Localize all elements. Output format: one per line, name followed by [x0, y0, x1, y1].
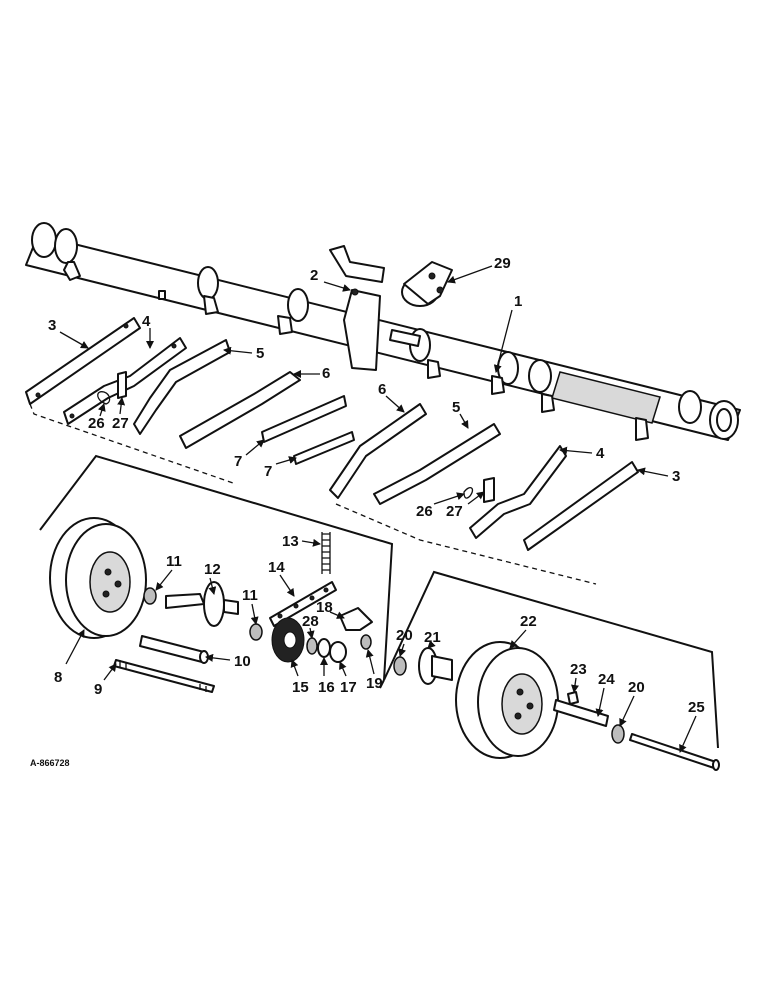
sprocket-15 [271, 617, 305, 663]
callout-22: 22 [520, 613, 537, 630]
wheel-right [455, 641, 559, 759]
leader-lines [59, 265, 697, 753]
callout-25: 25 [688, 699, 705, 716]
callout-4-left: 4 [142, 313, 151, 330]
hub-21 [418, 647, 453, 685]
callout-3-left: 3 [48, 317, 56, 334]
callout-24: 24 [598, 671, 615, 688]
callout-28: 28 [302, 613, 319, 630]
callout-29: 29 [494, 255, 511, 272]
callout-23: 23 [570, 661, 587, 678]
clip-26-27-right [463, 477, 495, 503]
bar-6-left [179, 371, 301, 449]
hub-12 [165, 581, 239, 627]
bolt-23 [567, 691, 579, 705]
callout-1: 1 [514, 293, 522, 310]
callout-7-a: 7 [234, 453, 242, 470]
strap-7-left [261, 395, 355, 465]
callout-19: 19 [366, 675, 383, 692]
callout-7-b: 7 [264, 463, 272, 480]
callout-4-right: 4 [596, 445, 605, 462]
bar-4-right [469, 445, 567, 539]
u-clamp [401, 261, 453, 307]
callout-13: 13 [282, 533, 299, 550]
callout-5-right: 5 [452, 399, 460, 416]
callout-labels: 1 2 29 3 4 5 6 6 5 4 3 7 7 26 27 26 27 8… [30, 255, 705, 768]
wheel-left [49, 517, 147, 639]
bar-3-left [25, 317, 141, 405]
callout-5-left: 5 [256, 345, 264, 362]
sleeve-24 [553, 699, 609, 727]
clip-26-27-left [97, 371, 127, 405]
chain-14 [269, 581, 337, 627]
bearing-20a [393, 656, 407, 676]
callout-11-b: 11 [242, 587, 258, 604]
nut-11a [143, 587, 157, 605]
callout-15: 15 [292, 679, 309, 696]
nut-11b [249, 623, 263, 641]
callout-8: 8 [54, 669, 62, 686]
bolt-9 [113, 659, 215, 693]
callout-2: 2 [310, 267, 318, 284]
washers-16-17-28 [306, 637, 347, 663]
callout-9: 9 [94, 681, 102, 698]
callout-26-left: 26 [88, 415, 105, 432]
callout-10: 10 [234, 653, 251, 670]
callout-6-left: 6 [322, 365, 330, 382]
callout-3-right: 3 [672, 468, 680, 485]
callout-6-right: 6 [378, 381, 386, 398]
callout-16: 16 [318, 679, 335, 696]
callout-14: 14 [268, 559, 285, 576]
bolt-25 [629, 733, 720, 771]
callout-18: 18 [316, 599, 333, 616]
bar-5-right [373, 423, 501, 505]
bearing-20b [611, 724, 625, 744]
callout-21: 21 [424, 629, 441, 646]
callout-27-right: 27 [446, 503, 463, 520]
sleeve-10 [139, 635, 209, 664]
callout-20-b: 20 [628, 679, 645, 696]
nut-19 [360, 634, 372, 650]
callout-20-a: 20 [396, 627, 413, 644]
axle-tube [25, 222, 741, 441]
callout-26-right: 26 [416, 503, 433, 520]
callout-17: 17 [340, 679, 357, 696]
drawing-code: A-866728 [30, 758, 70, 768]
spring-13 [321, 532, 331, 574]
bar-6-right [329, 403, 427, 499]
callout-11-a: 11 [166, 553, 182, 570]
callout-12: 12 [204, 561, 221, 578]
callout-27-left: 27 [112, 415, 129, 432]
bracket-18 [339, 607, 373, 631]
